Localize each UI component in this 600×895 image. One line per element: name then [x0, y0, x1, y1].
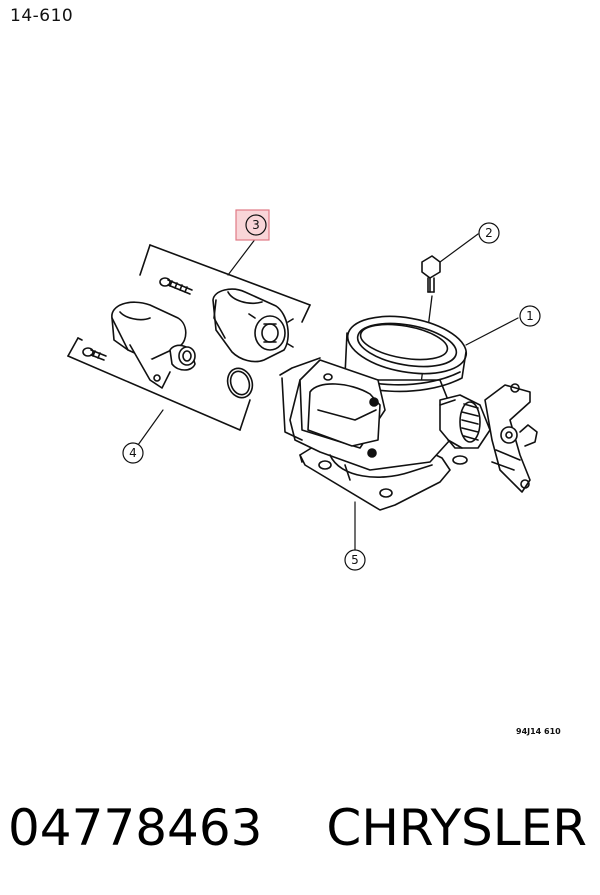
motor-screw	[82, 347, 107, 361]
page-reference: 14-610	[10, 6, 74, 26]
brand-name: CHRYSLER	[326, 799, 587, 857]
footer-caption: 04778463 CHRYSLER	[8, 788, 598, 868]
group-bracket	[67, 244, 311, 431]
o-ring	[226, 367, 254, 399]
callout-1-label: 1	[526, 309, 534, 323]
callout-4-label: 4	[129, 446, 137, 460]
callout-4-circle	[122, 442, 144, 464]
callout-3-circle	[245, 214, 267, 236]
part-number: 04778463	[8, 799, 263, 857]
throttle-body	[279, 315, 538, 511]
callout-1-circle	[519, 305, 541, 327]
throttle-position-sensor	[212, 288, 294, 363]
sensor-screw	[159, 277, 193, 295]
exploded-parts-diagram: 1 2 3 4 5	[67, 209, 541, 571]
leader-lines	[137, 233, 519, 551]
callout-2-label: 2	[485, 226, 493, 240]
callout-5-label: 5	[351, 553, 359, 567]
idle-air-control-motor	[111, 301, 196, 389]
callout-3-label: 3	[252, 218, 260, 232]
callout-2-circle	[478, 222, 500, 244]
callout-5-circle	[344, 549, 366, 571]
drawing-code: 94J14 610	[516, 727, 561, 736]
